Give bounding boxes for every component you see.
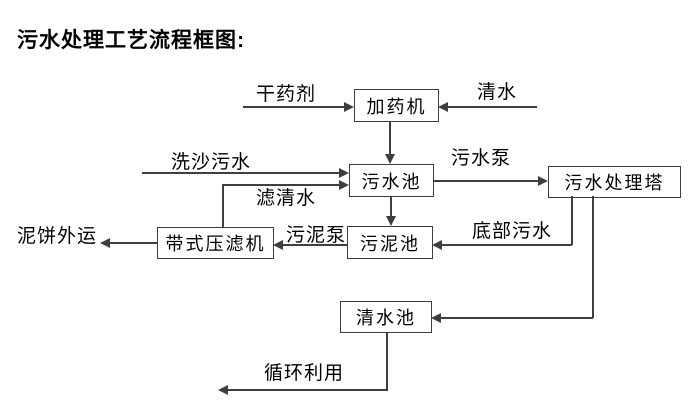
arrowhead-icon xyxy=(538,176,548,186)
flow-line xyxy=(386,332,388,390)
arrowhead-icon xyxy=(385,154,395,164)
flow-line xyxy=(109,242,157,244)
flow-line xyxy=(282,244,347,246)
label-sand-wash-sewage: 洗沙污水 xyxy=(171,152,252,173)
node-sewage-pool: 污水池 xyxy=(349,164,434,197)
flow-line xyxy=(222,184,224,227)
arrowhead-icon xyxy=(438,102,448,112)
page-title: 污水处理工艺流程框图: xyxy=(17,29,245,52)
arrowhead-icon xyxy=(339,168,349,178)
flow-line xyxy=(389,121,391,155)
arrowhead-icon xyxy=(432,240,442,250)
label-clean-water: 清水 xyxy=(477,82,518,103)
label-filter-water: 滤清水 xyxy=(256,188,317,209)
flow-line xyxy=(433,180,539,182)
arrowhead-icon xyxy=(431,313,441,323)
label-bottom-sewage: 底部污水 xyxy=(472,221,553,242)
arrowhead-icon xyxy=(218,385,228,395)
arrowhead-icon xyxy=(100,238,110,248)
flow-line xyxy=(243,106,345,108)
arrowhead-icon xyxy=(339,180,349,190)
flow-line xyxy=(441,244,572,246)
arrowhead-icon xyxy=(273,240,283,250)
label-sludge-pump: 污泥泵 xyxy=(286,225,347,246)
arrowhead-icon xyxy=(344,102,354,112)
node-label: 污泥池 xyxy=(360,233,420,254)
node-sludge-pool: 污泥池 xyxy=(347,226,433,259)
flow-line xyxy=(440,317,593,319)
node-label: 清水池 xyxy=(356,308,416,328)
node-label: 加药机 xyxy=(366,96,427,117)
label-dry-agent: 干药剂 xyxy=(256,84,317,105)
label-recycle-use: 循环利用 xyxy=(264,363,345,384)
flow-line xyxy=(222,184,340,186)
node-treatment-tower: 污水处理塔 xyxy=(548,166,681,198)
arrowhead-icon xyxy=(386,216,396,226)
flow-line xyxy=(592,196,594,318)
flow-line xyxy=(227,389,388,391)
node-label: 带式压滤机 xyxy=(165,234,266,254)
flow-line xyxy=(142,172,340,174)
node-label: 污水处理塔 xyxy=(564,173,665,193)
node-belt-filter-press: 带式压滤机 xyxy=(157,227,274,259)
node-clean-water-pool: 清水池 xyxy=(340,301,432,333)
label-sewage-pump: 污水泵 xyxy=(451,148,512,169)
flow-line xyxy=(390,196,392,217)
label-mud-cake-out: 泥饼外运 xyxy=(17,226,98,247)
node-label: 污水池 xyxy=(361,171,422,192)
flow-line xyxy=(571,196,573,245)
node-dosing-machine: 加药机 xyxy=(354,89,439,122)
flow-line xyxy=(447,106,537,108)
